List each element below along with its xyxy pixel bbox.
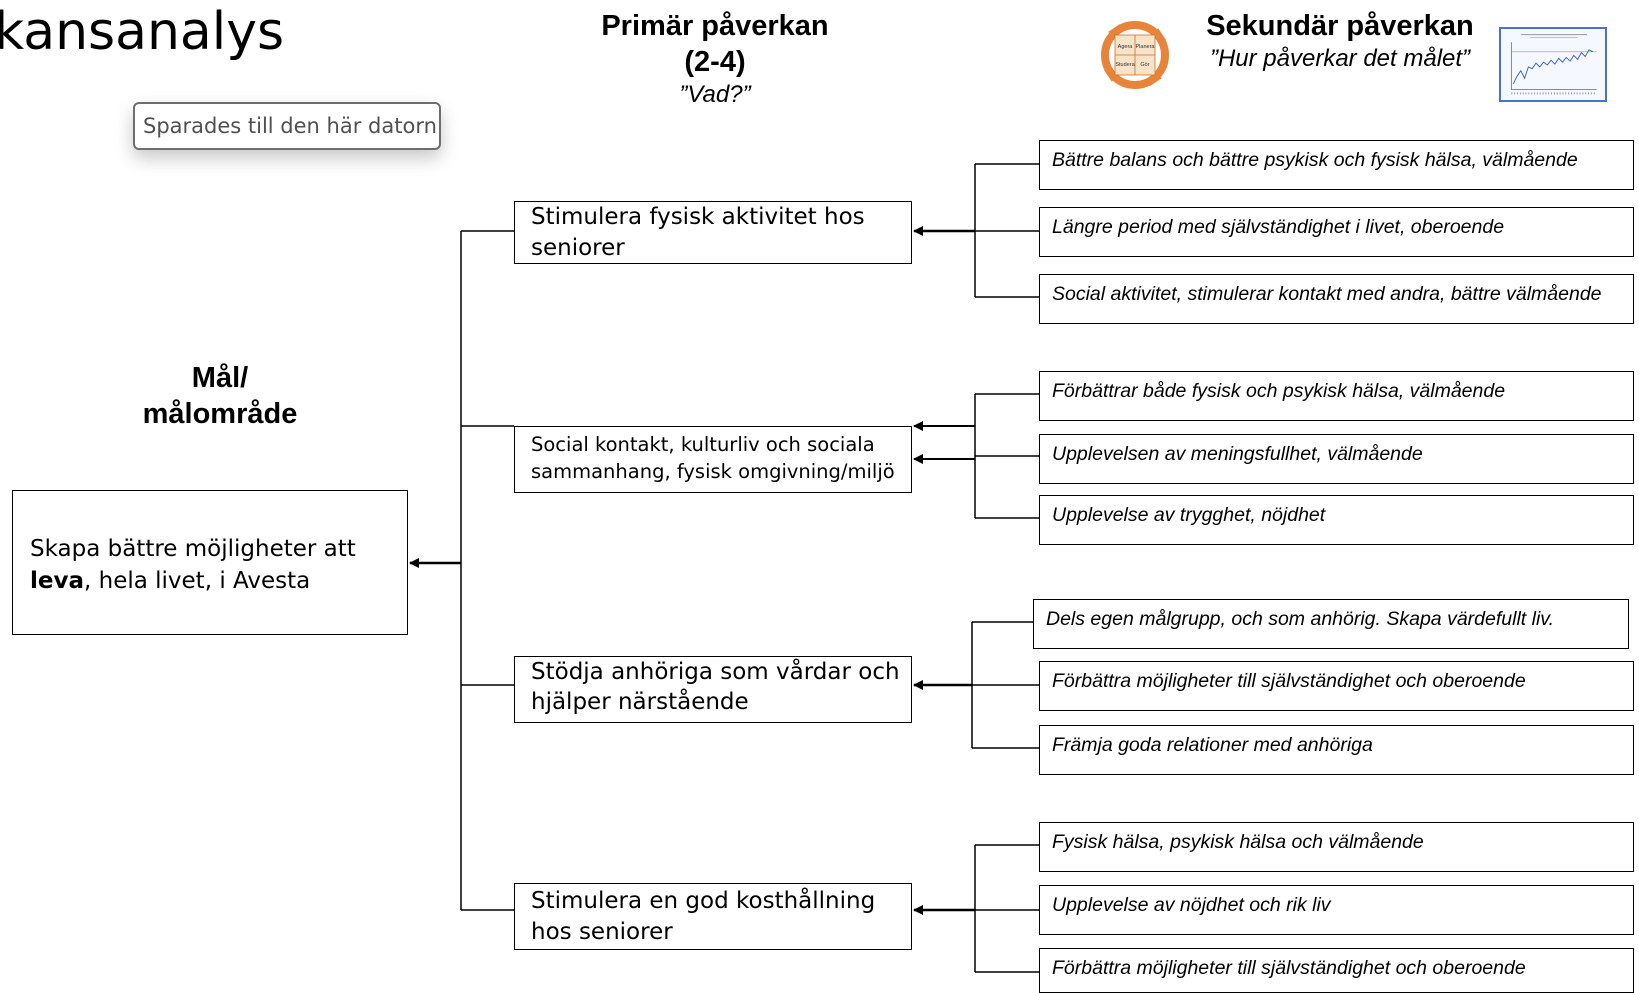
cycle-label-gor: Gör: [1140, 62, 1149, 68]
secondary-driver-box: Främja goda relationer med anhöriga: [1039, 725, 1634, 775]
secondary-driver-box: Upplevelsen av meningsfullhet, välmående: [1039, 434, 1634, 484]
primary-driver-box: Social kontakt, kulturliv och sociala sa…: [514, 426, 912, 493]
cycle-label-planera: Planera: [1136, 44, 1156, 50]
primary-header-range: (2-4): [684, 46, 746, 78]
secondary-driver-box: Förbättrar både fysisk och psykisk hälsa…: [1039, 371, 1634, 421]
primary-driver-box: Stödja anhöriga som vårdar och hjälper n…: [514, 656, 912, 723]
secondary-driver-box: Social aktivitet, stimulerar kontakt med…: [1039, 274, 1634, 324]
goal-text-end: , hela livet, i Avesta: [84, 568, 311, 594]
secondary-driver-box: Dels egen målgrupp, och som anhörig. Ska…: [1033, 599, 1629, 649]
page-title: kansanalys: [0, 2, 285, 62]
secondary-header-question: ”Hur påverkar det målet”: [1209, 45, 1471, 72]
secondary-driver-box: Bättre balans och bättre psykisk och fys…: [1039, 140, 1634, 190]
secondary-driver-box: Längre period med självständighet i live…: [1039, 207, 1634, 257]
secondary-driver-box: Förbättra möjligheter till självständigh…: [1039, 661, 1634, 711]
secondary-header-title: Sekundär påverkan: [1206, 10, 1474, 42]
primary-header-title: Primär påverkan: [601, 10, 829, 42]
run-chart-thumbnail-icon: [1499, 27, 1607, 102]
goal-text-bold: leva: [30, 568, 84, 594]
cycle-label-studera: Studera: [1115, 62, 1135, 68]
goal-text-start: Skapa bättre möjligheter att: [30, 536, 356, 562]
goal-area-label: Mål/ målområde: [142, 362, 298, 430]
cycle-label-agera: Agera: [1118, 44, 1134, 50]
goal-box: Skapa bättre möjligheter att leva, hela …: [12, 490, 408, 635]
secondary-driver-box: Fysisk hälsa, psykisk hälsa och välmåend…: [1039, 822, 1634, 872]
primary-header: Primär påverkan (2-4) ”Vad?”: [560, 8, 870, 110]
secondary-driver-box: Upplevelse av trygghet, nöjdhet: [1039, 495, 1634, 545]
primary-header-question: ”Vad?”: [679, 81, 751, 108]
primary-driver-box: Stimulera en god kosthållning hos senior…: [514, 883, 912, 950]
primary-driver-box: Stimulera fysisk aktivitet hos seniorer: [514, 201, 912, 264]
pdsa-cycle-icon: Agera Planera Studera Gör: [1101, 21, 1169, 89]
secondary-driver-box: Upplevelse av nöjdhet och rik liv: [1039, 885, 1634, 935]
secondary-driver-box: Förbättra möjligheter till självständigh…: [1039, 948, 1634, 993]
secondary-header: Sekundär påverkan ”Hur påverkar det måle…: [1185, 8, 1495, 74]
saved-status-badge[interactable]: Sparades till den här datorn: [133, 102, 441, 150]
